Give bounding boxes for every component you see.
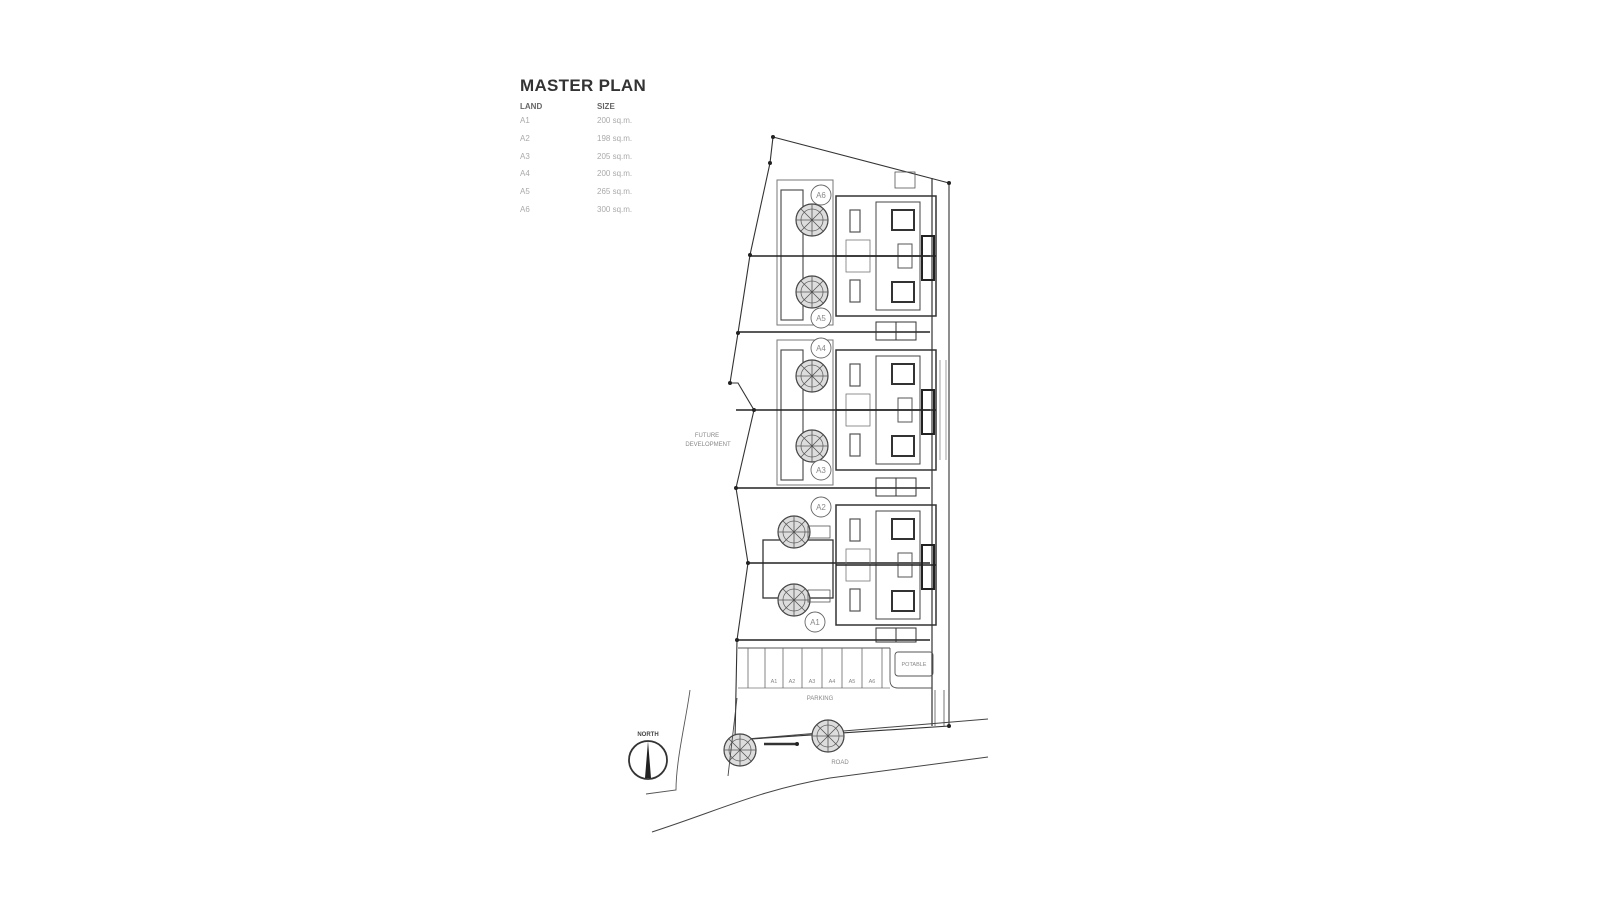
land-size: 265 sq.m. — [597, 187, 633, 197]
land-id: A1 — [520, 116, 530, 125]
stall-label: A5 — [849, 679, 856, 685]
land-size: 300 sq.m. — [597, 204, 633, 214]
property-boundary — [729, 136, 950, 741]
land-header: LAND — [520, 102, 543, 111]
land-id: A3 — [520, 151, 530, 161]
size-header: SIZE — [597, 102, 615, 111]
land-id: A4 — [520, 169, 530, 179]
unit-label: A4 — [816, 344, 826, 353]
road-area: ROAD — [645, 689, 989, 833]
stall-label: A2 — [789, 679, 796, 685]
block-a4-a3 — [736, 339, 937, 497]
unit-label: A6 — [816, 191, 826, 200]
unit-markers: A6 A5 A4 A3 A2 A1 — [804, 184, 832, 633]
page-title: MASTER PLAN — [520, 76, 647, 95]
parking-area: A1 A2 A3 A4 A5 A6 PARKING POTABLE — [738, 647, 945, 726]
legend-row: A6 300 sq.m. — [520, 205, 660, 223]
neighbor-label: FUTURE — [695, 433, 719, 439]
unit-label: A3 — [816, 466, 826, 475]
unit-label: A1 — [810, 618, 820, 627]
legend-row: A5 265 sq.m. — [520, 187, 660, 205]
block-a2-a1 — [737, 504, 937, 643]
land-size: 200 sq.m. — [597, 169, 633, 179]
unit-label: A2 — [816, 503, 826, 512]
legend-panel: MASTER PLAN LAND SIZE A1 200 sq.m. A2 198 … — [520, 76, 660, 223]
stall-label: A6 — [869, 679, 876, 685]
neighbor-label: DEVELOPMENT — [685, 442, 731, 448]
road-label: ROAD — [831, 760, 849, 766]
parking-label: PARKING — [807, 696, 834, 702]
land-size: 205 sq.m. — [597, 151, 633, 161]
unit-label: A5 — [816, 314, 826, 323]
land-id: A5 — [520, 187, 530, 197]
land-id: A6 — [520, 204, 530, 214]
land-size: 200 sq.m. — [597, 116, 633, 125]
north-label: NORTH — [637, 732, 658, 738]
stall-label: A4 — [829, 679, 836, 685]
land-size: 198 sq.m. — [597, 133, 633, 143]
legend-header: LAND SIZE — [520, 102, 660, 111]
utility-label: POTABLE — [902, 662, 927, 668]
legend-row: A3 205 sq.m. — [520, 152, 660, 170]
legend-row: A1 200 sq.m. — [520, 116, 660, 134]
legend-row: A4 200 sq.m. — [520, 169, 660, 187]
north-arrow-icon: NORTH — [628, 732, 668, 780]
legend-row: A2 198 sq.m. — [520, 134, 660, 152]
block-a6-a5 — [738, 179, 937, 341]
stall-label: A1 — [771, 679, 778, 685]
stall-label: A3 — [809, 679, 816, 685]
land-id: A2 — [520, 133, 530, 143]
